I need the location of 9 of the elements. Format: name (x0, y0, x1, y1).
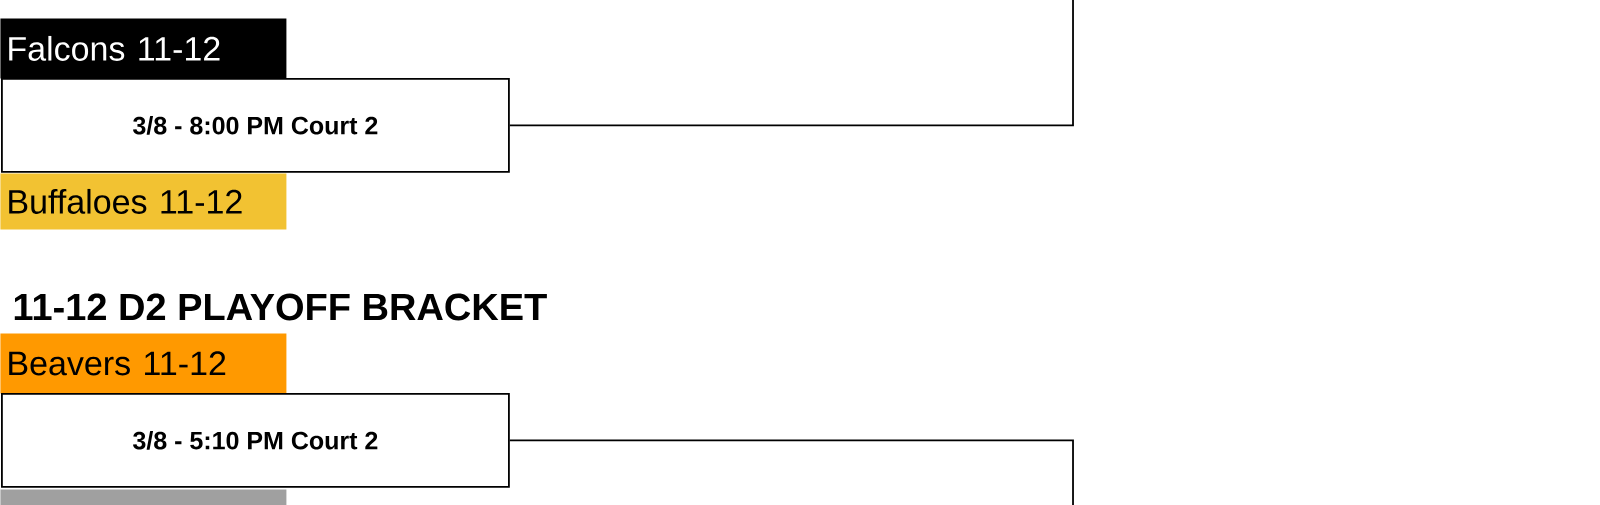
team-box: Falcons 11-12 (0, 18, 287, 79)
team-box: Beavers 11-12 (0, 333, 287, 394)
bracket-title: 11-12 D2 PLAYOFF BRACKET (14, 293, 547, 321)
match-box: 3/8 - 5:10 PM Court 2 (1, 393, 510, 488)
bracket-line (508, 0, 1074, 127)
team-box: Buffaloes 11-12 (0, 173, 287, 230)
team-box (0, 489, 287, 505)
bracket-line (508, 439, 1074, 505)
match-box: 3/8 - 8:00 PM Court 2 (1, 78, 510, 173)
